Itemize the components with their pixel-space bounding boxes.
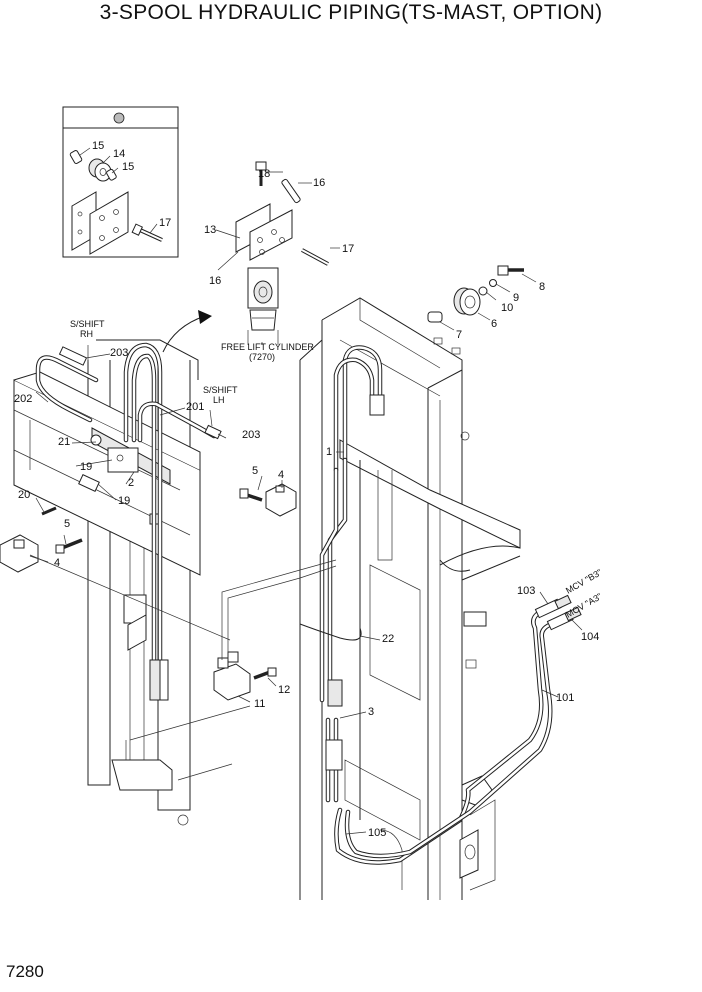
- callout-13: 13: [204, 224, 216, 236]
- callout-203-top: 203: [110, 347, 128, 359]
- page-number: 7280: [6, 962, 44, 981]
- callout-18: 18: [258, 168, 270, 180]
- callout-3: 3: [368, 706, 374, 718]
- callout-9: 9: [513, 292, 519, 304]
- callout-19-bottom: 19: [118, 495, 130, 507]
- page-title: 3-SPOOL HYDRAULIC PIPING(TS-MAST, OPTION…: [99, 1, 603, 24]
- callout-10: 10: [501, 302, 513, 314]
- callout-201: 201: [186, 401, 204, 413]
- callout-4-left: 4: [54, 557, 60, 569]
- callout-105: 105: [368, 827, 386, 839]
- sshift-lh-note: S/SHIFT: [203, 385, 238, 395]
- callout-104: 104: [581, 631, 599, 643]
- cylinder-bracket-assembly: [215, 161, 340, 345]
- callout-19-top: 19: [80, 461, 92, 473]
- callout-8: 8: [539, 281, 545, 293]
- callout-16-bottom: 16: [209, 275, 221, 287]
- sshift-lh-side: LH: [213, 395, 225, 405]
- sshift-rh-note: S/SHIFT: [70, 319, 105, 329]
- callout-17: 17: [342, 243, 354, 255]
- sshift-rh-side: RH: [80, 329, 93, 339]
- inset-callout-15a: 15: [92, 140, 104, 152]
- callout-2: 2: [128, 477, 134, 489]
- callout-4-right: 4: [278, 469, 284, 481]
- callout-203-right: 203: [242, 429, 260, 441]
- callout-12: 12: [278, 684, 290, 696]
- callout-7: 7: [456, 329, 462, 341]
- free-lift-cylinder-ref: (7270): [249, 352, 275, 362]
- mast-assembly: [129, 297, 583, 900]
- mcv-a3-note: MCV "A3": [564, 591, 604, 620]
- inset-callout-15b: 15: [122, 161, 134, 173]
- sheave-parts: [427, 265, 537, 331]
- callout-11: 11: [254, 698, 265, 710]
- callout-103: 103: [517, 585, 535, 597]
- callout-101: 101: [556, 692, 574, 704]
- callout-5-left: 5: [64, 518, 70, 530]
- callout-22: 22: [382, 633, 394, 645]
- inset-callout-14: 14: [113, 148, 125, 160]
- free-lift-cylinder-note: FREE LIFT CYLINDER: [221, 342, 314, 352]
- callout-1: 1: [326, 446, 332, 458]
- callout-21: 21: [58, 436, 70, 448]
- callout-20: 20: [18, 489, 30, 501]
- inset-callout-17: 17: [159, 217, 171, 229]
- callout-202: 202: [14, 393, 32, 405]
- inset-detail: 15 14 15 17: [62, 106, 179, 258]
- carriage-assembly: [0, 310, 231, 826]
- callout-5-right: 5: [252, 465, 258, 477]
- callout-16-top: 16: [313, 177, 325, 189]
- callout-6: 6: [491, 318, 497, 330]
